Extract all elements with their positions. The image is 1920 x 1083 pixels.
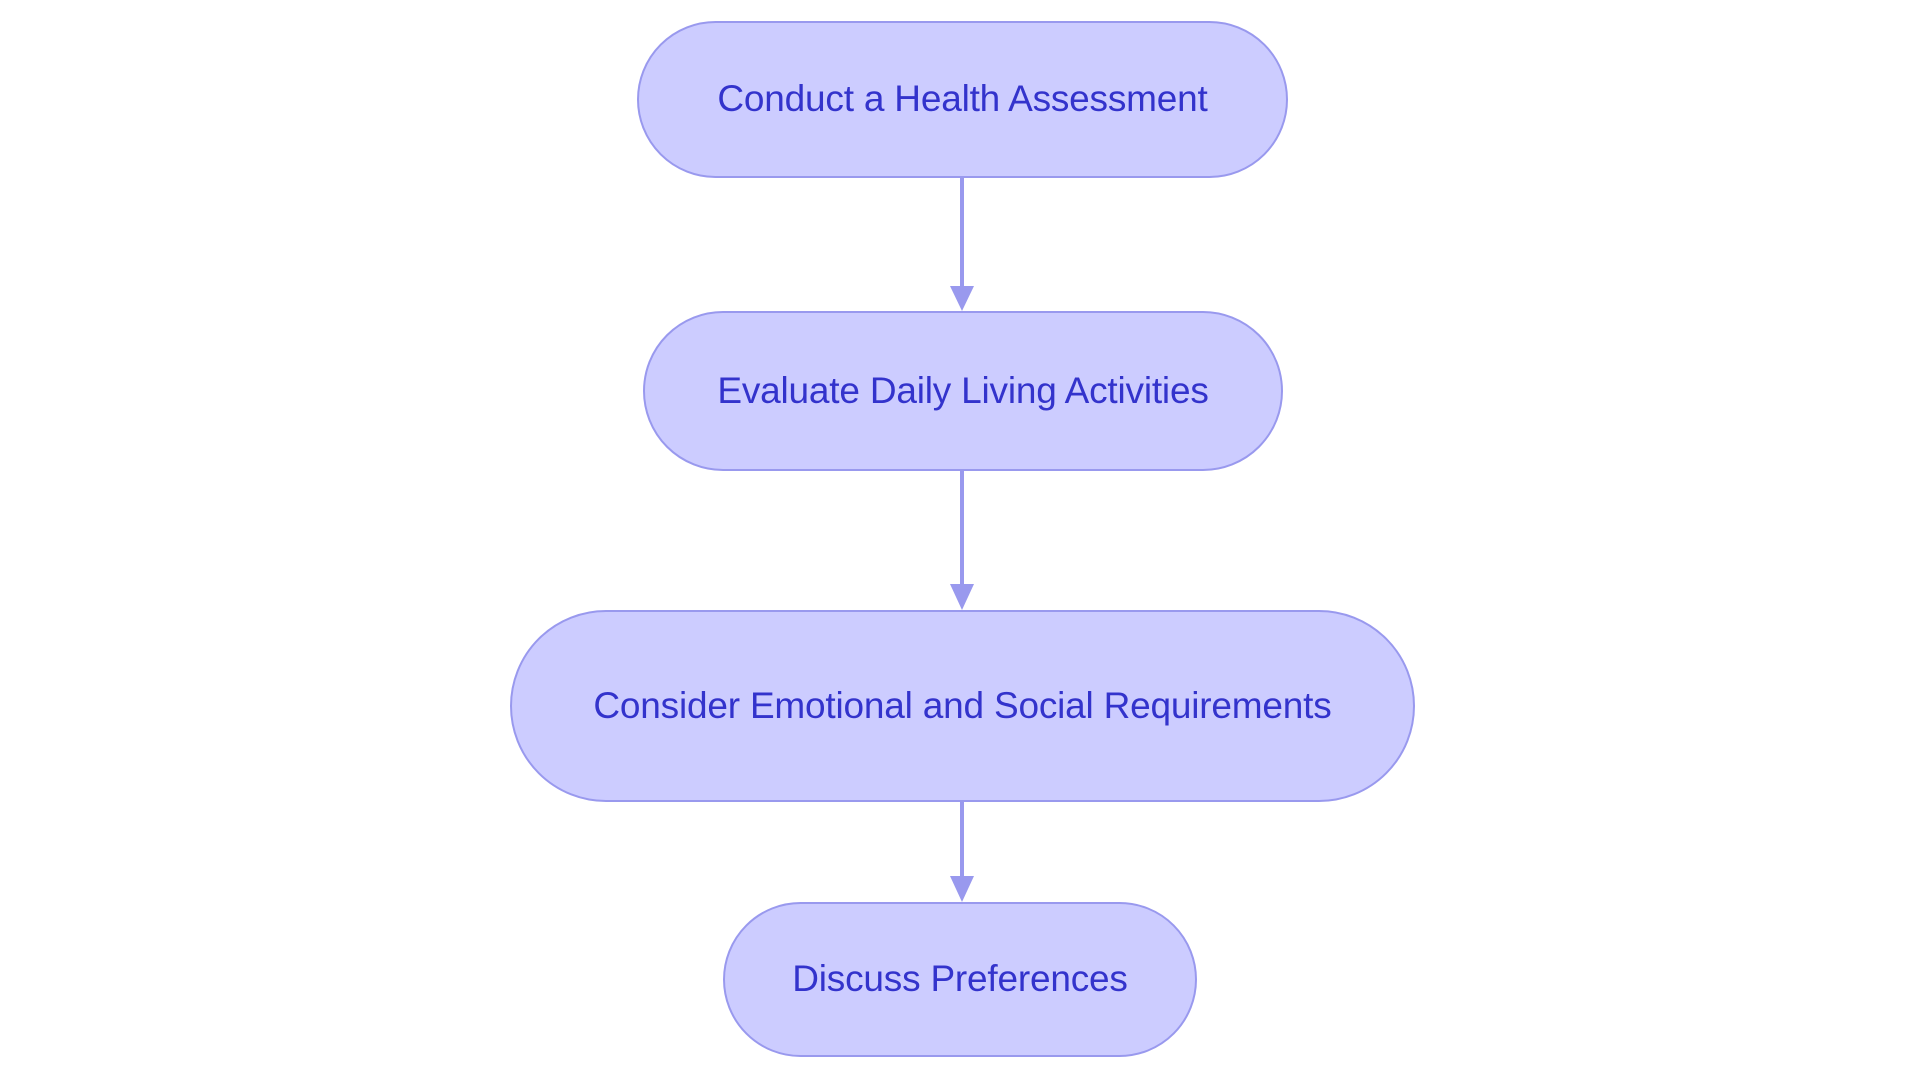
flow-node-conduct-a-health-assessment[interactable]: Conduct a Health Assessment [637,21,1288,178]
flow-node-label: Discuss Preferences [792,958,1128,1000]
flow-node-label: Conduct a Health Assessment [717,78,1208,120]
flow-node-evaluate-daily-living-activities[interactable]: Evaluate Daily Living Activities [643,311,1283,471]
arrowhead-down-icon [950,286,974,311]
edge-node1-to-node2 [950,178,974,311]
edge-node2-to-node3 [950,471,974,610]
arrowhead-down-icon [950,876,974,902]
flow-node-label: Evaluate Daily Living Activities [717,369,1209,411]
edge-node3-to-node4 [950,802,974,902]
flow-node-consider-emotional-and-social-requirements[interactable]: Consider Emotional and Social Requiremen… [510,610,1415,802]
flow-node-discuss-preferences[interactable]: Discuss Preferences [723,902,1197,1057]
arrowhead-down-icon [950,584,974,610]
flow-node-label: Consider Emotional and Social Requiremen… [593,684,1332,726]
